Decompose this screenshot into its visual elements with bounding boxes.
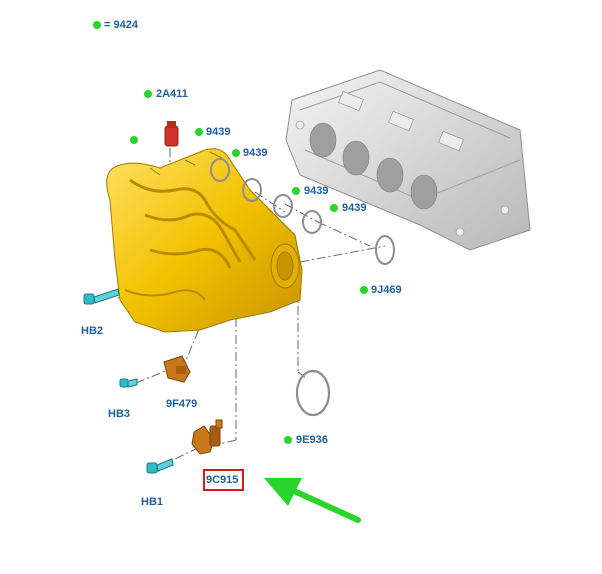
label-9j469[interactable]: 9J469	[371, 284, 402, 296]
highlight-box	[203, 469, 244, 491]
cylinder-head-illustration	[285, 69, 531, 251]
legend-text: = 9424	[104, 19, 138, 31]
callout-dot-icon	[144, 90, 152, 98]
part-9c915-illustration	[191, 419, 223, 455]
legend-dot-icon	[93, 21, 101, 29]
label-9439-a[interactable]: 9439	[206, 126, 231, 138]
intake-manifold-illustration	[106, 148, 303, 333]
part-9f479-illustration	[163, 355, 191, 383]
callout-dot-icon	[284, 436, 292, 444]
callout-dot-icon	[130, 136, 138, 144]
gasket-9j469-illustration	[375, 235, 395, 265]
part-2a411-illustration	[164, 121, 179, 147]
callout-dot-icon	[195, 128, 203, 136]
label-2a411[interactable]: 2A411	[156, 88, 188, 100]
callout-dot-icon	[292, 187, 300, 195]
bolt-hb2-illustration	[83, 288, 120, 305]
label-9439-c[interactable]: 9439	[304, 185, 329, 197]
bolt-hb3-illustration	[119, 378, 138, 388]
label-hb1[interactable]: HB1	[141, 496, 164, 508]
label-9f479[interactable]: 9F479	[166, 398, 198, 410]
gasket-9e936-illustration	[295, 369, 331, 417]
label-9439-b[interactable]: 9439	[243, 147, 268, 159]
callout-dot-icon	[360, 286, 368, 294]
gaskets-9439-illustration	[210, 158, 322, 234]
label-9439-d[interactable]: 9439	[342, 202, 367, 214]
label-hb3[interactable]: HB3	[108, 408, 131, 420]
callout-dot-icon	[330, 204, 338, 212]
bolt-hb1-illustration	[146, 458, 174, 474]
label-9c915[interactable]: 9C915	[206, 474, 239, 486]
label-9e936[interactable]: 9E936	[296, 434, 328, 446]
callout-dot-icon	[232, 149, 240, 157]
pointer-arrow	[264, 478, 361, 523]
label-hb2[interactable]: HB2	[81, 325, 104, 337]
